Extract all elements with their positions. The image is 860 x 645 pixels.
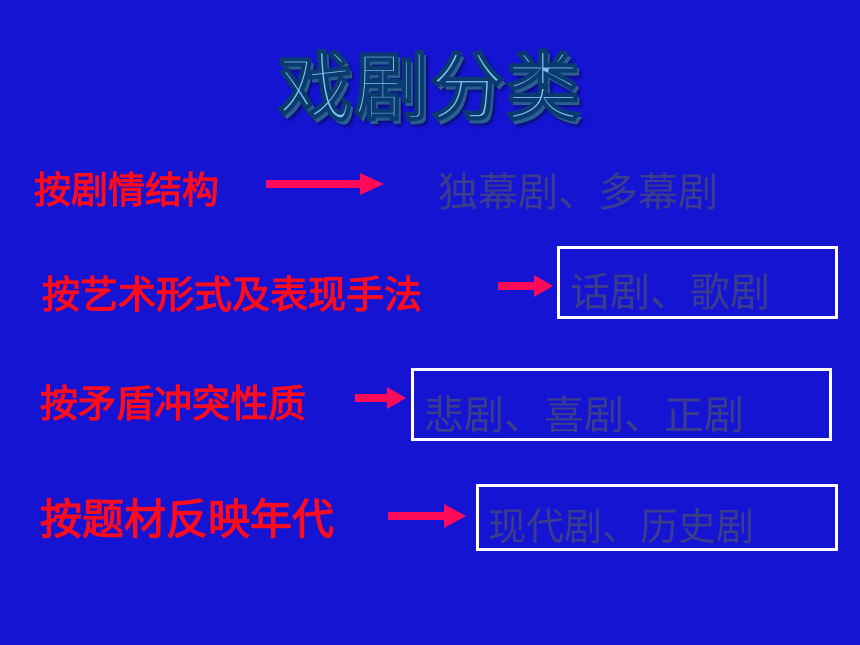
arrow-right-icon <box>388 504 466 528</box>
result-conflict-nature: 悲剧、喜剧、正剧 <box>424 393 744 439</box>
result-subject-era: 现代剧、历史剧 <box>488 505 755 549</box>
category-label-conflict-nature: 按矛盾冲突性质 <box>40 381 307 426</box>
result-box-subject-era <box>476 484 838 551</box>
category-label-plot-structure: 按剧情结构 <box>34 168 219 212</box>
arrow-right-icon <box>498 275 553 297</box>
category-label-art-form: 按艺术形式及表现手法 <box>42 272 423 317</box>
result-box-conflict-nature <box>411 368 832 441</box>
arrow-right-icon <box>266 173 384 195</box>
result-plot-structure: 独幕剧、多幕剧 <box>438 170 718 216</box>
slide-title: 戏剧分类 <box>277 44 582 132</box>
result-art-form: 话剧、歌剧 <box>570 270 770 316</box>
category-label-subject-era: 按题材反映年代 <box>40 495 335 544</box>
result-box-art-form <box>557 246 838 319</box>
arrow-right-icon <box>355 387 406 409</box>
